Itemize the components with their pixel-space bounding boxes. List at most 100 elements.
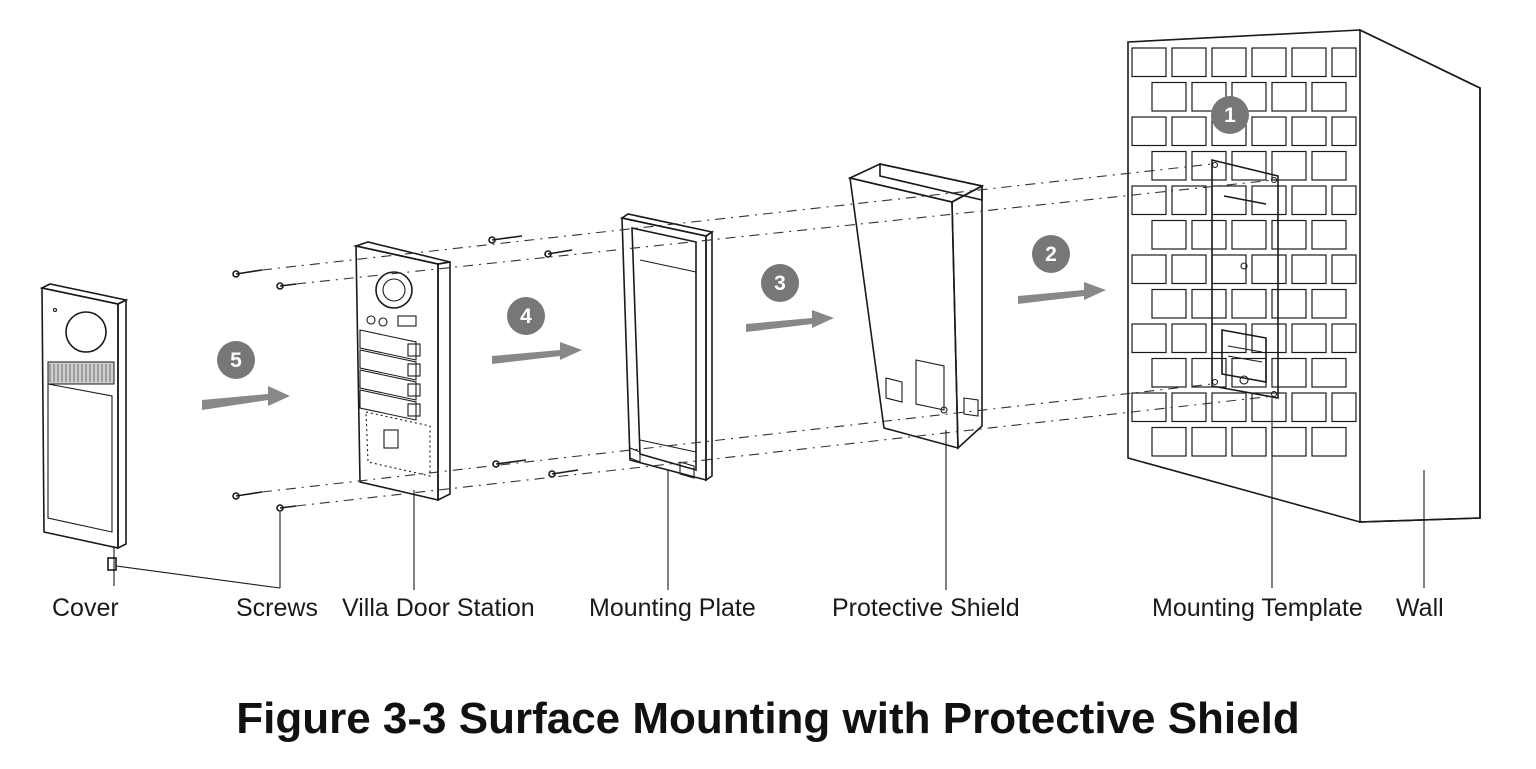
brick bbox=[1131, 323, 1167, 354]
brick bbox=[1191, 219, 1227, 250]
brick bbox=[1151, 426, 1187, 457]
brick bbox=[1231, 426, 1267, 457]
brick bbox=[1191, 150, 1227, 181]
brick bbox=[1291, 185, 1327, 216]
screw bbox=[232, 491, 263, 500]
step-arrows bbox=[202, 282, 1106, 410]
svg-text:3: 3 bbox=[774, 272, 786, 295]
screw bbox=[492, 459, 527, 468]
label-wall: Wall bbox=[1396, 594, 1444, 622]
brick bbox=[1331, 116, 1357, 147]
label-mounting-plate: Mounting Plate bbox=[589, 594, 756, 622]
brick bbox=[1311, 357, 1347, 388]
arrow-step-2 bbox=[1018, 282, 1106, 304]
label-screws: Screws bbox=[236, 594, 318, 622]
screw bbox=[232, 269, 263, 278]
label-mounting-template: Mounting Template bbox=[1152, 594, 1363, 622]
brick bbox=[1191, 426, 1227, 457]
mounting-template bbox=[1211, 158, 1279, 399]
brick bbox=[1131, 116, 1167, 147]
brick bbox=[1251, 185, 1287, 216]
alignment-lines bbox=[261, 163, 1275, 507]
brick bbox=[1231, 288, 1267, 319]
brick bbox=[1271, 81, 1307, 112]
label-cover: Cover bbox=[52, 594, 119, 622]
label-protective-shield: Protective Shield bbox=[832, 594, 1020, 622]
brick bbox=[1291, 392, 1327, 423]
brick bbox=[1171, 116, 1207, 147]
brick bbox=[1291, 254, 1327, 285]
brick bbox=[1311, 81, 1347, 112]
brick bbox=[1311, 219, 1347, 250]
brick bbox=[1331, 323, 1357, 354]
brick bbox=[1251, 47, 1287, 78]
svg-text:2: 2 bbox=[1045, 243, 1057, 266]
brick bbox=[1211, 47, 1247, 78]
brick bbox=[1211, 185, 1247, 216]
svg-text:5: 5 bbox=[230, 349, 242, 372]
arrow-step-5 bbox=[202, 386, 290, 410]
brick bbox=[1151, 357, 1187, 388]
arrow-step-3 bbox=[746, 310, 834, 332]
brick bbox=[1131, 254, 1167, 285]
brick bbox=[1331, 185, 1357, 216]
brick bbox=[1171, 254, 1207, 285]
step-badge-2: 2 bbox=[1032, 235, 1070, 273]
brick bbox=[1131, 47, 1167, 78]
brick bbox=[1271, 357, 1307, 388]
brick bbox=[1171, 47, 1207, 78]
brick bbox=[1291, 323, 1327, 354]
svg-text:1: 1 bbox=[1224, 104, 1236, 127]
brick bbox=[1131, 392, 1167, 423]
brick bbox=[1191, 357, 1227, 388]
brick bbox=[1331, 392, 1357, 423]
brick bbox=[1171, 392, 1207, 423]
brick bbox=[1331, 254, 1357, 285]
brick bbox=[1171, 185, 1207, 216]
brick bbox=[1231, 150, 1267, 181]
screw bbox=[276, 504, 297, 512]
protective-shield bbox=[847, 163, 985, 450]
brick bbox=[1251, 116, 1287, 147]
screw bbox=[488, 235, 523, 244]
brick bbox=[1211, 392, 1247, 423]
svg-text:4: 4 bbox=[520, 305, 532, 328]
brick bbox=[1271, 219, 1307, 250]
brick bbox=[1151, 288, 1187, 319]
brick bbox=[1251, 254, 1287, 285]
brick bbox=[1251, 392, 1287, 423]
brick bbox=[1271, 426, 1307, 457]
step-badge-1: 1 bbox=[1211, 96, 1249, 134]
brick bbox=[1171, 323, 1207, 354]
brick bbox=[1271, 288, 1307, 319]
step-badge-4: 4 bbox=[507, 297, 545, 335]
brick bbox=[1311, 150, 1347, 181]
screw bbox=[544, 249, 573, 258]
brick bbox=[1151, 219, 1187, 250]
label-villa-door-station: Villa Door Station bbox=[342, 594, 535, 622]
brick bbox=[1231, 219, 1267, 250]
brick bbox=[1151, 81, 1187, 112]
mounting-plate bbox=[619, 213, 715, 482]
wall-bricks bbox=[1131, 47, 1357, 457]
brick bbox=[1131, 185, 1167, 216]
villa-door-station bbox=[352, 241, 451, 502]
brick bbox=[1191, 288, 1227, 319]
screws bbox=[232, 235, 579, 512]
brick bbox=[1271, 150, 1307, 181]
brick bbox=[1151, 150, 1187, 181]
screw bbox=[276, 282, 297, 290]
brick bbox=[1311, 426, 1347, 457]
brick bbox=[1291, 116, 1327, 147]
brick bbox=[1211, 254, 1247, 285]
cover-speaker-grille bbox=[49, 364, 111, 382]
leader-lines bbox=[113, 398, 1425, 590]
brick bbox=[1231, 357, 1267, 388]
figure-title: Figure 3-3 Surface Mounting with Protect… bbox=[236, 694, 1299, 743]
step-badge-5: 5 bbox=[217, 341, 255, 379]
brick bbox=[1251, 323, 1287, 354]
step-badge-3: 3 bbox=[761, 264, 799, 302]
brick bbox=[1331, 47, 1357, 78]
brick bbox=[1291, 47, 1327, 78]
